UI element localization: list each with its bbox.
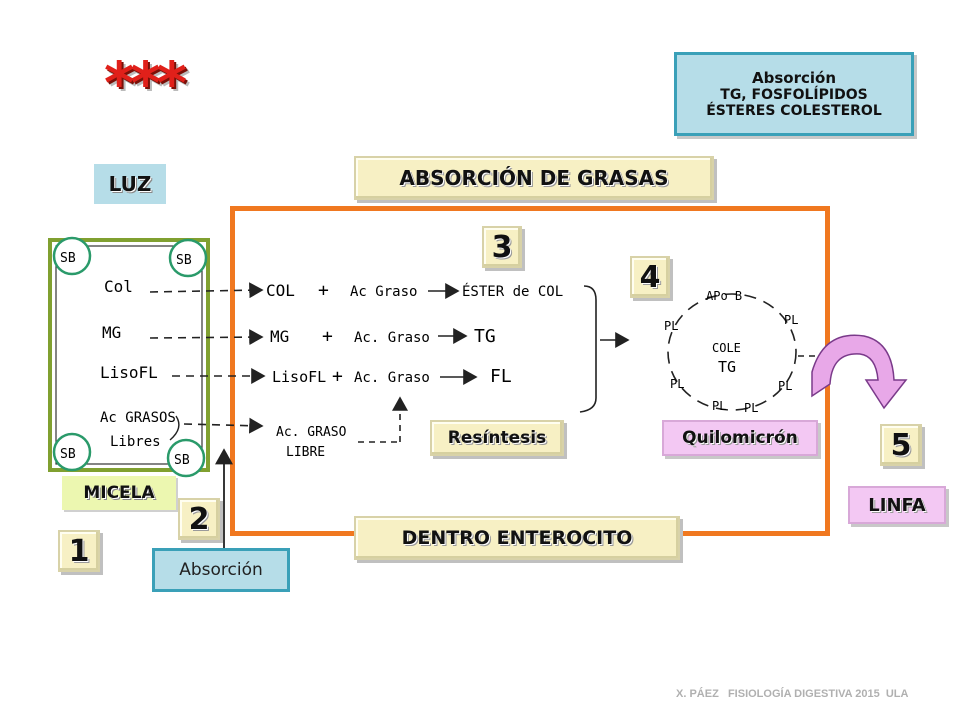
quilo-tg: TG	[718, 358, 736, 376]
step-5-badge: 5	[880, 424, 922, 466]
micela-inner-box	[55, 245, 203, 465]
reaction-libre-2: LIBRE	[286, 445, 325, 460]
resintesis-label: Resíntesis	[430, 420, 564, 456]
sb-circle-bottom-right: SB	[166, 438, 206, 478]
sb-text: SB	[60, 251, 76, 266]
reaction-col: COL	[266, 281, 295, 300]
sb-circle-top-left: SB	[52, 236, 92, 276]
reaction-ac-graso-3: Ac. Graso	[354, 370, 430, 386]
arrow-ac-in	[183, 417, 264, 434]
absorcion-label: Absorción	[152, 548, 290, 592]
quilo-pl-1: PL	[664, 319, 678, 333]
arrow-mg-in	[149, 329, 264, 346]
reaction-mg: MG	[270, 327, 289, 346]
quilo-pl-6: PL	[744, 401, 758, 415]
sb-circle-top-right: SB	[168, 238, 208, 278]
micela-ac-line2: Libres	[110, 434, 161, 450]
micela-lisofl: LisoFL	[100, 363, 158, 382]
lymph-curved-arrow-icon	[811, 334, 908, 410]
title-box: ABSORCIÓN DE GRASAS	[354, 156, 714, 200]
step-4-badge: 4	[630, 256, 670, 298]
reaction-ac-graso-2: Ac. Graso	[354, 330, 430, 346]
plus-1: +	[318, 280, 329, 301]
reaction-libre-1: Ac. GRASO	[276, 425, 347, 440]
sb-text: SB	[176, 253, 192, 268]
reaction-tg: TG	[474, 326, 496, 347]
micela-frame	[48, 238, 210, 472]
micela-mg: MG	[102, 323, 121, 342]
linfa-label: LINFA	[848, 486, 946, 524]
header-info-box: Absorción TG, FOSFOLÍPIDOS ÉSTERES COLES…	[674, 52, 914, 136]
step-2-badge: 2	[178, 498, 220, 540]
footer-credit: X. PÁEZ FISIOLOGÍA DIGESTIVA 2015 ULA	[676, 688, 909, 700]
micela-ac-line1: Ac GRASOS	[100, 410, 176, 426]
arrow-col-in	[149, 282, 264, 299]
plus-3: +	[332, 366, 343, 387]
quilo-cole: COLE	[712, 341, 741, 355]
reaction-ester: ÉSTER de COL	[462, 283, 563, 300]
quilo-pl-3: PL	[670, 377, 684, 391]
reaction-fl: FL	[490, 366, 512, 387]
micela-col: Col	[104, 277, 133, 296]
quilo-pl-5: PL	[712, 399, 726, 413]
quilo-apob: APo B	[706, 289, 742, 303]
quilo-pl-2: PL	[784, 313, 798, 327]
sb-text: SB	[174, 453, 190, 468]
luz-label: LUZ	[94, 164, 166, 204]
sb-text: SB	[60, 447, 76, 462]
header-line-1: Absorción	[752, 69, 836, 87]
step-3-badge: 3	[482, 226, 522, 268]
sb-circle-bottom-left: SB	[52, 432, 92, 472]
plus-2: +	[322, 326, 333, 347]
reaction-ac-graso-1: Ac Graso	[350, 284, 417, 300]
reaction-lisofl: LisoFL	[272, 368, 326, 386]
micela-label: MICELA	[62, 476, 176, 510]
header-line-2: TG, FOSFOLÍPIDOS	[720, 87, 868, 103]
dentro-enterocito-label: DENTRO ENTEROCITO	[354, 516, 680, 560]
quilo-pl-4: PL	[778, 379, 792, 393]
chylomicron-drawing: APo B PL PL PL PL PL PL COLE TG	[664, 289, 798, 415]
header-line-3: ÉSTERES COLESTEROL	[706, 103, 882, 119]
stars-decoration: ***	[104, 49, 187, 117]
step-1-badge: 1	[58, 530, 100, 572]
quilomicron-label: Quilomicrón	[662, 420, 818, 456]
